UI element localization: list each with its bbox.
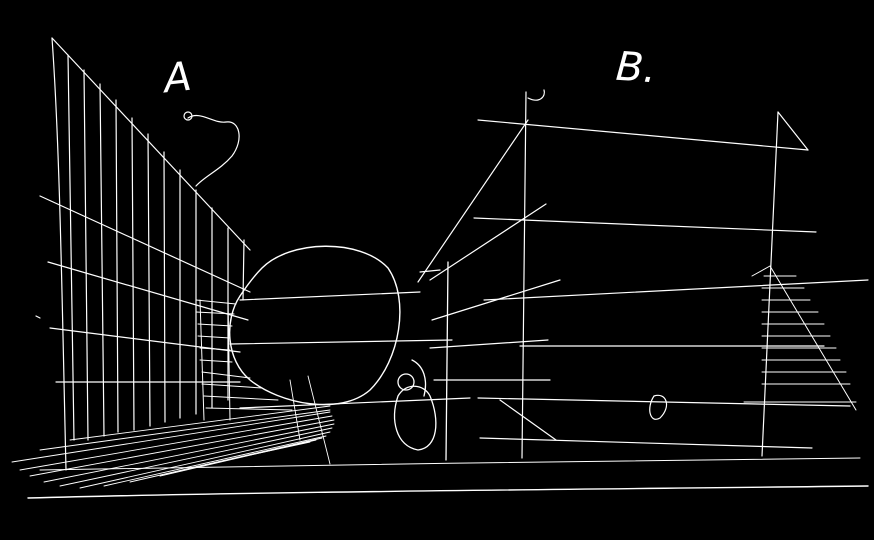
figure-sketch <box>394 261 449 461</box>
sphere-sketch <box>229 245 401 406</box>
ground-shadow <box>11 375 335 489</box>
triangle-hatch <box>743 265 857 411</box>
a-scribble <box>183 111 240 187</box>
label-a: A <box>161 53 194 103</box>
label-b: B. <box>614 43 658 93</box>
wall-b-sketch <box>417 89 869 459</box>
ground-lines <box>27 457 869 499</box>
column-hatch <box>195 299 293 421</box>
